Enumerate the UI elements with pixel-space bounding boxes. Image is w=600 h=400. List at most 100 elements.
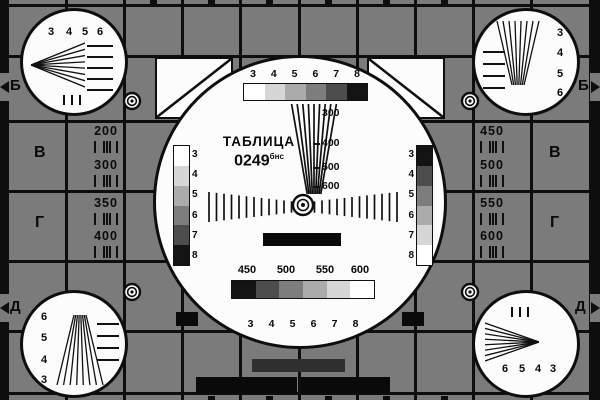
ladder-bar bbox=[97, 323, 119, 325]
ladder-bar bbox=[483, 87, 505, 89]
freq-value: 450 bbox=[480, 124, 504, 138]
gray-step bbox=[174, 185, 189, 206]
reference-square-right bbox=[402, 312, 424, 326]
tick-bar bbox=[492, 141, 494, 153]
edge-strip-right bbox=[592, 0, 600, 400]
corner-digit: 4 bbox=[556, 47, 564, 59]
gray-level-digit-left: 7 bbox=[192, 229, 198, 241]
gray-step bbox=[417, 205, 432, 226]
tick-bar bbox=[495, 175, 497, 187]
corner-digit: 3 bbox=[40, 374, 48, 386]
ladder-bar bbox=[97, 347, 119, 349]
corner-digit: 6 bbox=[96, 26, 104, 38]
tick-group bbox=[479, 175, 505, 187]
tick-bar bbox=[63, 95, 65, 105]
gray-step bbox=[174, 146, 189, 167]
tick-bar bbox=[511, 307, 513, 317]
burst-frequency-label: 600 bbox=[350, 264, 370, 276]
corner-digit: 5 bbox=[81, 26, 89, 38]
corner-wedge-top-right-icon bbox=[496, 21, 540, 85]
tick-bar bbox=[489, 213, 491, 225]
tick-bar bbox=[489, 246, 491, 258]
gray-step bbox=[244, 84, 265, 100]
card-code: 0249бнс bbox=[219, 152, 299, 170]
tick-bar bbox=[103, 246, 105, 258]
tick-bar bbox=[106, 246, 108, 258]
gray-step bbox=[174, 245, 189, 266]
black-reference-bar bbox=[263, 233, 341, 246]
edge-number-tick-top bbox=[441, 0, 448, 5]
edge-number-tick-top bbox=[266, 0, 273, 5]
center-bullseye-target-icon bbox=[291, 193, 315, 217]
gray-level-digit-bottom: 5 bbox=[289, 318, 296, 330]
gray-step bbox=[232, 281, 257, 298]
row-letter-left: Д bbox=[10, 298, 21, 315]
tick-bar bbox=[492, 175, 494, 187]
grayscale-strip-bottom bbox=[231, 280, 375, 299]
gray-step bbox=[285, 84, 306, 100]
corner-wedge-bottom-left-icon bbox=[56, 315, 104, 385]
gray-level-digit-top: 4 bbox=[270, 68, 277, 80]
corner-digit: 5 bbox=[518, 363, 526, 375]
gray-level-digit-top: 7 bbox=[333, 68, 340, 80]
edge-number-tick-top bbox=[325, 0, 332, 5]
freq-value: 500 bbox=[480, 158, 504, 172]
tick-group bbox=[93, 141, 119, 153]
ladder-bar bbox=[87, 89, 113, 91]
ladder-bar bbox=[87, 56, 113, 58]
gray-step bbox=[326, 281, 351, 298]
gray-step bbox=[174, 165, 189, 187]
corner-digit: 6 bbox=[556, 87, 564, 99]
gray-level-digit-left: 8 bbox=[192, 250, 198, 261]
bottom-black-bar-left bbox=[196, 377, 297, 393]
tick-bar bbox=[502, 175, 504, 187]
tick-group bbox=[93, 246, 119, 258]
tick-bar bbox=[116, 246, 118, 258]
corner-wedge-bottom-right-icon bbox=[485, 322, 539, 362]
freq-value: 350 bbox=[94, 196, 118, 210]
gray-level-digit-left: 3 bbox=[192, 149, 198, 160]
gray-step bbox=[174, 205, 189, 226]
horizontal-resolution-wedge-right bbox=[313, 192, 398, 222]
bullseye-target-icon bbox=[122, 91, 142, 111]
ladder-bar bbox=[97, 359, 119, 361]
freq-value: 400 bbox=[94, 229, 118, 243]
row-letter-left: Б bbox=[10, 77, 21, 94]
gray-level-digit-top: 6 bbox=[312, 68, 319, 80]
row-letter-right: Д bbox=[575, 298, 586, 315]
diagonal-line-left-icon bbox=[157, 59, 231, 117]
gray-step bbox=[264, 84, 286, 100]
gray-level-digit-left: 4 bbox=[192, 169, 198, 181]
corner-digit: 5 bbox=[40, 332, 48, 344]
row-letter-right: Г bbox=[550, 214, 560, 231]
edge-number-tick-bottom bbox=[383, 396, 390, 400]
grid-vline bbox=[65, 0, 68, 400]
gray-level-digit-right: 6 bbox=[408, 209, 414, 221]
tick-bar bbox=[502, 213, 504, 225]
grid-vline bbox=[530, 0, 533, 400]
freq-value: 200 bbox=[94, 124, 118, 138]
gray-level-digit-right: 5 bbox=[408, 189, 414, 201]
tick-group bbox=[93, 213, 119, 225]
wedge-label-tick bbox=[313, 143, 320, 145]
row-letter-left: В bbox=[34, 144, 46, 161]
corner-digit: 3 bbox=[549, 363, 557, 375]
ladder-bar bbox=[97, 335, 119, 337]
ladder-bar bbox=[87, 78, 113, 80]
tick-bar bbox=[502, 246, 504, 258]
tick-bar bbox=[94, 141, 96, 153]
bottom-black-bar-right bbox=[301, 377, 390, 393]
edge-number-tick-bottom bbox=[208, 396, 215, 400]
gray-step bbox=[255, 281, 280, 298]
tick-bar bbox=[109, 213, 111, 225]
bullseye-target-icon bbox=[460, 282, 480, 302]
corner-digit: 4 bbox=[65, 26, 73, 38]
corner-digit: 3 bbox=[47, 26, 55, 38]
tick-bar bbox=[480, 141, 482, 153]
row-letter-right: В bbox=[549, 144, 561, 161]
freq-value: 550 bbox=[480, 196, 504, 210]
